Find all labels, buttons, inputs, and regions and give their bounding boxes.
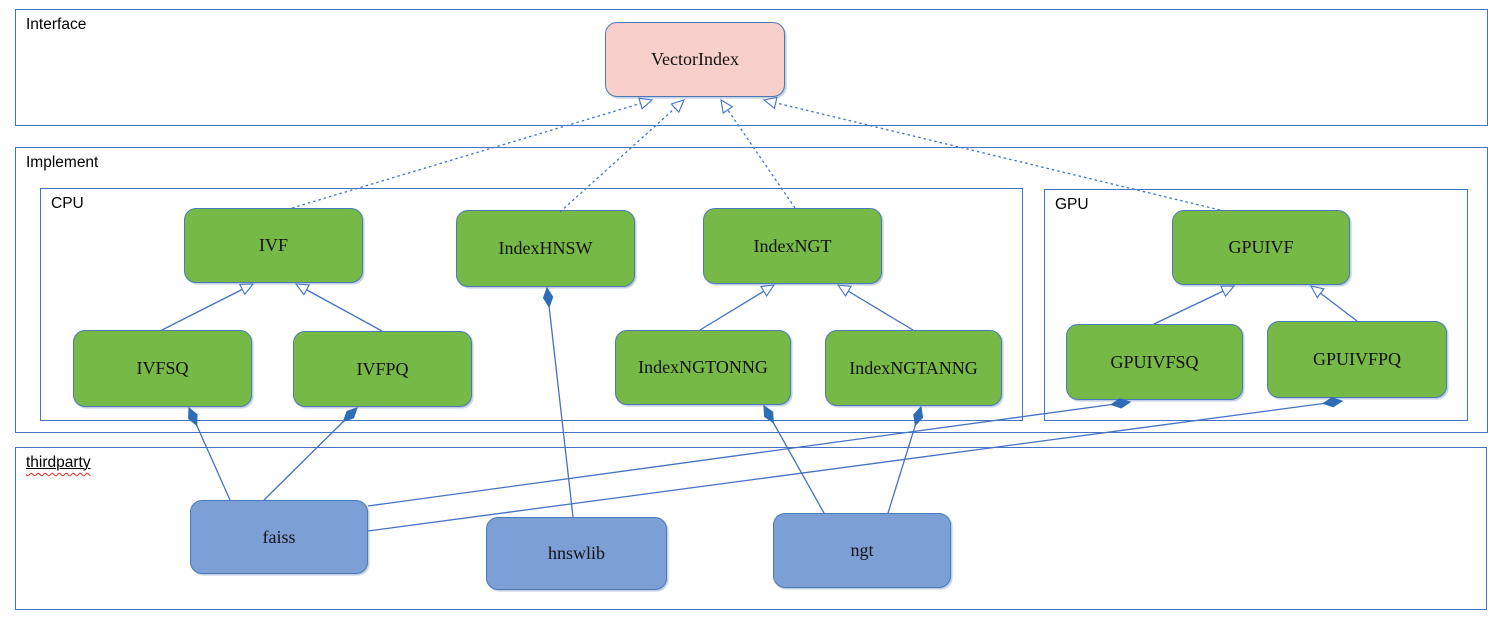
node-gpuivf: GPUIVF (1172, 210, 1350, 285)
node-label: hnswlib (547, 543, 605, 563)
node-ivfsq: IVFSQ (73, 330, 252, 407)
node-indexngtanng: IndexNGTANNG (825, 330, 1002, 406)
container-label-cpu: CPU (51, 195, 84, 212)
node-vectorindex: VectorIndex (605, 22, 785, 97)
node-ivf: IVF (184, 208, 363, 283)
container-label-thirdparty: thirdparty (26, 454, 91, 472)
node-label: GPUIVFPQ (1312, 349, 1402, 369)
node-label: VectorIndex (651, 49, 739, 69)
node-label: IndexNGT (753, 235, 832, 256)
node-gpuivfsq: GPUIVFSQ (1066, 324, 1243, 400)
node-label: IndexNGTONNG (638, 357, 768, 377)
node-label: IVFSQ (136, 358, 189, 378)
node-label: IVFPQ (356, 358, 409, 379)
node-indexngtonng: IndexNGTONNG (615, 330, 791, 405)
node-label: GPUIVF (1228, 237, 1294, 257)
node-faiss: faiss (190, 500, 368, 574)
node-indexhnsw: IndexHNSW (456, 210, 635, 287)
node-label: IVF (258, 235, 288, 255)
node-ngt: ngt (773, 513, 951, 588)
container-label-text: thirdparty (26, 454, 91, 471)
node-ivfpq: IVFPQ (293, 331, 472, 407)
node-label: IndexHNSW (498, 238, 593, 258)
node-label: GPUIVFSQ (1110, 351, 1199, 372)
node-hnswlib: hnswlib (486, 517, 667, 590)
node-label: faiss (262, 526, 296, 547)
container-label-gpu: GPU (1055, 196, 1089, 213)
node-label: IndexNGTANNG (849, 357, 978, 378)
container-label-interface: Interface (26, 16, 87, 33)
node-label: ngt (850, 540, 874, 560)
node-indexngt: IndexNGT (703, 208, 882, 284)
container-label-implement: Implement (26, 154, 99, 171)
node-gpuivfpq: GPUIVFPQ (1267, 321, 1447, 398)
